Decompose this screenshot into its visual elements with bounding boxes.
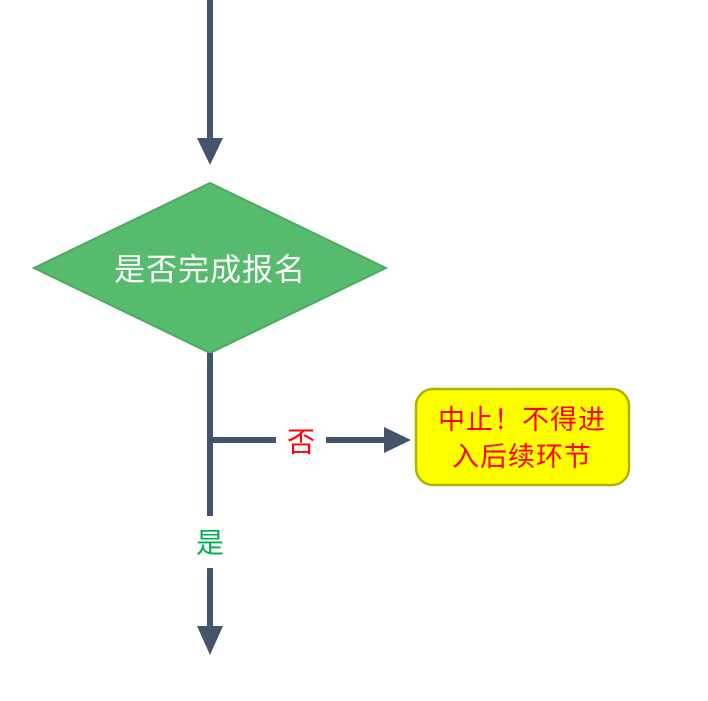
arrow-down-icon (197, 626, 223, 655)
stop-box (414, 387, 631, 487)
arrow-down-icon (197, 138, 223, 165)
stop-box-text-line1: 中止！不得进 (438, 405, 606, 435)
branch-no-label: 否 (287, 427, 315, 458)
decision-label: 是否完成报名 (114, 253, 306, 288)
branch-yes-label: 是 (196, 528, 224, 559)
stop-box-text-line2: 入后续环节 (452, 442, 592, 472)
arrow-right-icon (384, 427, 411, 453)
